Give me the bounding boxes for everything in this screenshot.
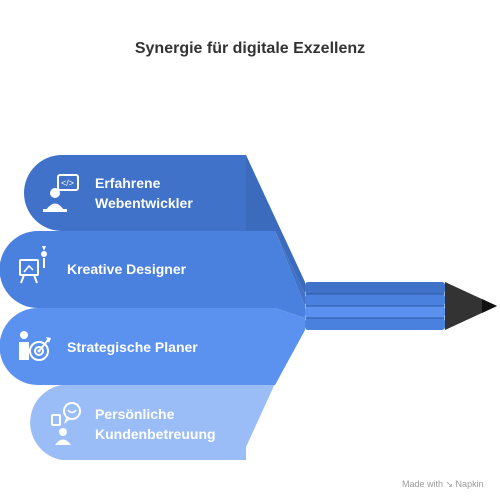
tab-planer — [0, 308, 246, 385]
tab-kundenbetreuung — [30, 385, 246, 460]
pencil-stripe-2 — [305, 294, 445, 306]
label-webentwickler-line2: Webentwickler — [95, 195, 193, 211]
label-kundenbetreuung-line2: Kundenbetreuung — [95, 426, 216, 442]
tab-designer — [0, 231, 246, 308]
diagram-title: Synergie für digitale Exzellenz — [134, 40, 366, 57]
customer-support-icon — [51, 402, 81, 445]
funnel-section-3 — [246, 308, 305, 385]
svg-text:</>: </> — [61, 178, 74, 188]
pencil-tip — [445, 282, 497, 330]
made-with-napkin-credit: Made with ↘ Napkin — [402, 479, 484, 489]
pencil-stripe-1 — [305, 282, 445, 294]
label-webentwickler: Erfahrene Webentwickler — [95, 173, 193, 213]
label-designer: Kreative Designer — [67, 261, 187, 277]
label-webentwickler-line1: Erfahrene — [95, 175, 161, 191]
designer-easel-icon — [19, 246, 47, 284]
funnel-section-1-top — [246, 155, 305, 294]
label-kundenbetreuung: Persönliche Kundenbetreuung — [95, 404, 216, 444]
funnel-section-2 — [246, 231, 305, 318]
label-planer: Strategische Planer — [67, 339, 198, 355]
label-kundenbetreuung-line1: Persönliche — [95, 406, 175, 422]
target-planner-icon — [19, 331, 51, 361]
pencil-stripe-4 — [305, 318, 445, 330]
pencil-stripe-3 — [305, 306, 445, 318]
pencil-tip-lead — [482, 299, 497, 313]
web-developer-icon: </> — [43, 174, 79, 212]
tab-webentwickler — [24, 155, 246, 231]
funnel-section-1 — [246, 155, 305, 306]
